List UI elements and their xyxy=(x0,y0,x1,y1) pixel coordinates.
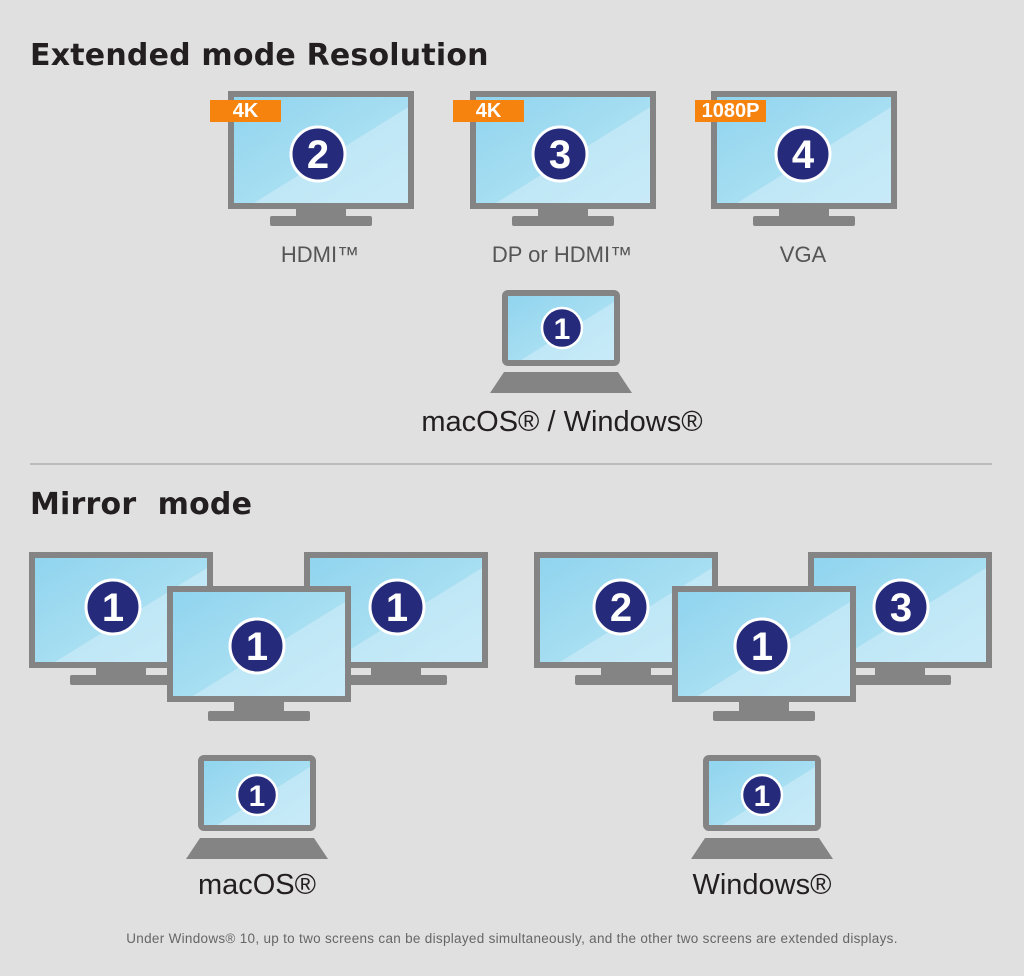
monitor-number: 3 xyxy=(549,133,571,177)
badge-icon xyxy=(592,578,650,636)
monitor-number: 2 xyxy=(307,133,329,177)
mirror-macos-laptop: 1 xyxy=(186,755,328,859)
monitor-number: 1 xyxy=(246,625,268,669)
monitor-number: 1 xyxy=(386,586,408,630)
footnote: Under Windows® 10, up to two screens can… xyxy=(126,931,898,946)
badge-icon xyxy=(235,773,279,817)
laptop-number: 1 xyxy=(754,780,771,813)
badge-icon xyxy=(740,773,784,817)
os-label-macos: macOS® xyxy=(197,869,317,901)
badge-icon xyxy=(289,125,347,183)
badge-icon xyxy=(84,578,142,636)
resolution-tag: 4K xyxy=(453,100,524,122)
mirror-mode-title: Mirror mode xyxy=(30,487,253,522)
resolution-tag: 4K xyxy=(210,100,281,122)
port-label: DP or HDMI™ xyxy=(491,242,633,267)
os-label-windows: Windows® xyxy=(692,869,832,901)
laptop-number: 1 xyxy=(249,780,266,813)
monitor-number: 2 xyxy=(610,586,632,630)
badge-icon xyxy=(540,306,584,350)
badge-icon xyxy=(228,617,286,675)
mirror-windows-monitor-center: 1 xyxy=(672,586,856,721)
badge-icon xyxy=(368,578,426,636)
laptop-extended: 1 xyxy=(490,290,632,393)
os-label-extended: macOS® / Windows® xyxy=(421,406,703,438)
mirror-windows-laptop: 1 xyxy=(691,755,833,859)
resolution-tag: 1080P xyxy=(695,100,766,122)
section-divider xyxy=(30,463,992,465)
mirror-macos-monitor-center: 1 xyxy=(167,586,351,721)
extended-mode-title: Extended mode Resolution xyxy=(30,38,489,73)
monitor-number: 1 xyxy=(751,625,773,669)
badge-icon xyxy=(733,617,791,675)
laptop-number: 1 xyxy=(554,313,571,346)
monitor-number: 1 xyxy=(102,586,124,630)
badge-icon xyxy=(774,125,832,183)
badge-icon xyxy=(531,125,589,183)
monitor-number: 3 xyxy=(890,586,912,630)
port-label: HDMI™ xyxy=(280,242,360,267)
monitor-number: 4 xyxy=(792,133,815,177)
port-label: VGA xyxy=(779,242,827,267)
badge-icon xyxy=(872,578,930,636)
